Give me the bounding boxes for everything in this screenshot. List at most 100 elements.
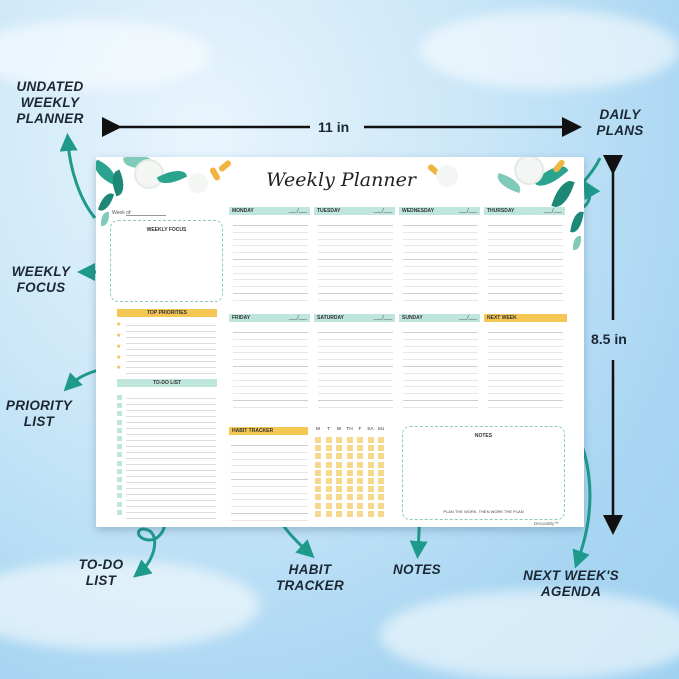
monday-lines: [233, 219, 308, 307]
habit-cell: [315, 510, 321, 517]
cloud: [380, 590, 679, 679]
notes-footer-quote: PLAN THE WORK, THEN WORK THE PLAN: [443, 509, 524, 514]
callout-habit-tracker: HABIT TRACKER: [275, 562, 345, 593]
todo-checkbox: [117, 403, 122, 409]
habit-cell: [346, 510, 353, 517]
habit-cell: [336, 494, 342, 501]
habit-cell: [336, 461, 342, 468]
habit-cell: [325, 478, 332, 484]
habit-cell: [367, 445, 374, 452]
todo-list-header: TO-DO LIST: [117, 379, 217, 387]
habit-cell: [315, 502, 321, 509]
cloud: [0, 560, 260, 650]
cloud: [0, 20, 210, 90]
callout-daily-plans: DAILY PLANS: [596, 107, 644, 138]
habit-cell: [346, 502, 353, 509]
cloud: [420, 10, 679, 90]
habit-cell: [346, 486, 353, 493]
habit-cell: [367, 502, 374, 509]
habit-cell: [336, 453, 342, 460]
tuesday-lines: [318, 219, 393, 307]
week-of-line: [126, 215, 166, 216]
habit-cell: [378, 478, 384, 484]
leaf-decoration: [101, 212, 109, 226]
habit-cell: [325, 461, 332, 468]
habit-cell: [346, 478, 353, 484]
habit-cell: [336, 445, 342, 452]
habit-cell: [336, 510, 342, 517]
day-header-sunday: SUNDAY___/___: [399, 314, 480, 322]
habit-cell: [378, 486, 384, 493]
habit-cell: [378, 453, 384, 460]
habit-cell: [367, 486, 374, 493]
star-icon: ★: [116, 322, 122, 328]
flower-decoration: [136, 161, 162, 187]
habit-cell: [357, 478, 363, 484]
habit-day-label: TH: [346, 427, 353, 432]
day-header-tuesday: TUESDAY___/___: [314, 207, 395, 215]
leaf-decoration: [570, 210, 584, 234]
habit-cell: [346, 461, 353, 468]
habit-cell: [336, 469, 342, 476]
habit-day-label: W: [336, 427, 342, 432]
habit-cell: [378, 437, 384, 443]
todo-checkbox: [117, 427, 122, 433]
day-header-saturday: SATURDAY___/___: [314, 314, 395, 322]
todo-checkbox: [117, 468, 122, 474]
weekly-focus-box: WEEKLY FOCUS: [110, 220, 223, 302]
habit-cell: [346, 453, 353, 460]
habit-cell: [325, 494, 332, 501]
flower-decoration: [436, 165, 458, 187]
undated-arrow: [59, 133, 97, 219]
habit-cell: [378, 502, 384, 509]
habit-day-label: SU: [377, 427, 385, 432]
habit-cell: [378, 469, 384, 476]
habit-cell: [378, 461, 384, 468]
habit-cell: [336, 502, 342, 509]
habit-cell: [325, 510, 332, 517]
day-header-friday: FRIDAY___/___: [229, 314, 310, 322]
todo-checkbox: [117, 485, 122, 491]
habit-day-label: T: [327, 427, 330, 432]
habit-cell: [336, 437, 342, 443]
habit-cell: [325, 502, 332, 509]
habit-cell: [315, 486, 321, 493]
todo-checkbox: [117, 477, 122, 482]
habit-cell: [367, 437, 374, 443]
day-header-thursday: THURSDAY___/___: [484, 207, 565, 215]
habit-cell: [325, 437, 332, 443]
habit-day-label: F: [358, 427, 362, 432]
todo-checkbox: [117, 452, 122, 458]
callout-todo-list: TO-DO LIST: [78, 557, 124, 588]
brand-logo: Decorably™: [534, 521, 559, 526]
habit-day-label: M: [316, 427, 320, 432]
wednesday-lines: [403, 219, 478, 307]
habit-cell: [315, 461, 321, 468]
todo-lines: [126, 393, 216, 519]
habit-cell: [367, 453, 374, 460]
flower-decoration: [188, 173, 208, 193]
habit-cell: [357, 510, 363, 517]
habit-cell: [357, 437, 363, 443]
star-icon: ★: [116, 365, 122, 371]
todo-checkbox: [117, 460, 122, 466]
week-of-label: Week of:: [112, 210, 132, 216]
habit-cell: [378, 445, 384, 452]
planner-sheet: Weekly Planner Week of: WEEKLY FOCUS TOP…: [96, 157, 584, 527]
height-dimension-label: 8.5 in: [591, 331, 627, 347]
next-week-lines: [488, 326, 563, 414]
priority-lines: [126, 320, 216, 374]
todo-checkbox: [117, 411, 122, 417]
day-header-next-week: NEXT WEEK: [484, 314, 567, 322]
flower-decoration: [516, 157, 542, 183]
habit-cell: [357, 445, 363, 452]
width-dimension-label: 11 in: [318, 119, 350, 135]
star-icon: ★: [116, 355, 122, 361]
habit-day-label: SA: [367, 427, 374, 432]
notes-box: NOTES PLAN THE WORK, THEN WORK THE PLAN: [402, 426, 565, 520]
notes-label: NOTES: [474, 433, 493, 439]
habit-cell: [315, 437, 321, 443]
habit-cell: [336, 486, 342, 493]
